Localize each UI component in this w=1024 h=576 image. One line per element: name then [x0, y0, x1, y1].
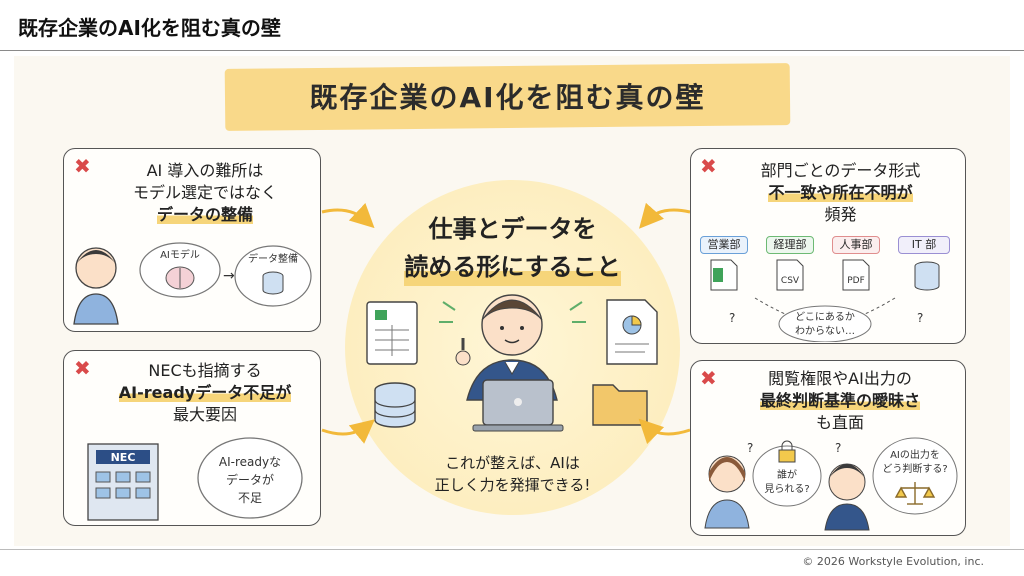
title-divider: [0, 50, 1024, 51]
card-top-right-line3: 頻発: [824, 205, 857, 224]
card-bottom-left-line1: NECも指摘する: [148, 361, 262, 380]
question-mark: ?: [835, 441, 841, 455]
database-small-icon: [914, 261, 940, 291]
sparkle-lines: [439, 301, 586, 323]
tag-it: IT 部: [898, 236, 950, 254]
banner-title: 既存企業のAI化を阻む真の壁: [309, 81, 706, 114]
lock-icon: [778, 440, 796, 463]
tag-hr: 人事部: [832, 236, 880, 254]
arrow-top-left: [321, 202, 375, 229]
question-mark: ?: [747, 441, 753, 455]
arrow-top-right: [639, 202, 691, 229]
building-icon: NEC: [87, 443, 159, 521]
woman-thinking-icon: [704, 455, 750, 529]
question-mark-right: ?: [917, 311, 923, 325]
who-can-see-line2: 見られる?: [764, 483, 809, 495]
ai-ready-bubble-line1: AI-readyな: [219, 455, 281, 469]
center-illustration: [366, 294, 658, 432]
document-icon: [606, 299, 658, 365]
card-top-right-text: 部門ごとのデータ形式 不一致や所在不明が 頻発: [728, 160, 953, 226]
scale-icon: [894, 482, 936, 505]
card-bottom-right-text: 閲覧権限やAI出力の 最終判断基準の曖昧さ も直面: [725, 368, 955, 434]
pdf-file-icon: PDF: [842, 259, 870, 291]
excel-file-icon: [710, 259, 738, 291]
x-icon: ✖: [700, 366, 717, 390]
card-top-left-line1: AI 導入の難所は: [146, 161, 264, 180]
man-thinking-icon: [824, 463, 870, 531]
unknown-location-bubble: [778, 305, 872, 342]
how-to-judge-bubble: [872, 437, 958, 515]
card-top-right-line1: 部門ごとのデータ形式: [760, 161, 921, 180]
thinking-person-icon: [73, 247, 119, 325]
who-can-see-bubble: [752, 445, 822, 507]
arrow-right-icon: →: [223, 268, 235, 284]
center-foot-line2: 正しく力を発揮できる!: [434, 476, 591, 494]
data-prep-label: データ整備: [248, 252, 298, 265]
center-foot-line1: これが整えば、AIは: [445, 454, 580, 472]
folder-icon: [592, 384, 648, 426]
card-top-left-text: AI 導入の難所は モデル選定ではなく データの整備: [100, 160, 310, 226]
brain-icon: [165, 266, 195, 290]
ai-ready-bubble-line2: データが: [226, 472, 274, 487]
spreadsheet-icon: [366, 301, 418, 365]
copyright: © 2026 Workstyle Evolution, inc.: [802, 555, 984, 568]
unknown-bubble-line2: わからない…: [795, 325, 855, 337]
building-label: NEC: [111, 451, 136, 464]
page-title: 既存企業のAI化を阻む真の壁: [18, 16, 281, 40]
card-top-left-illustration: AIモデル → データ整備: [73, 242, 312, 325]
center-footer-text: これが整えば、AIは 正しく力を発揮できる!: [345, 452, 680, 496]
unknown-bubble-line1: どこにあるか: [795, 311, 855, 323]
card-top-right-line2: 不一致や所在不明が: [768, 183, 913, 202]
card-bottom-left-line3: 最大要因: [172, 405, 237, 424]
arrow-bottom-left: [321, 419, 375, 444]
card-bottom-right-illustration: ? 誰が 見られる? ? AIの出力を どう判断する?: [704, 437, 958, 531]
question-mark-left: ?: [729, 311, 735, 325]
how-to-judge-line2: どう判断する?: [882, 462, 947, 475]
card-bottom-right-line3: も直面: [815, 413, 864, 432]
footer-divider: [0, 549, 1024, 550]
database-icon: [374, 382, 416, 428]
arrow-bottom-right: [638, 418, 691, 445]
card-bottom-left-illustration: NEC AI-readyな データが 不足: [87, 437, 303, 521]
x-icon: ✖: [74, 356, 91, 380]
how-to-judge-line1: AIの出力を: [890, 448, 940, 461]
center-title-line1: 仕事とデータを: [428, 215, 597, 243]
laptop-icon: [472, 379, 564, 432]
database-small-icon: [262, 271, 284, 295]
card-bottom-left-text: NECも指摘する AI-readyデータ不足が 最大要因: [95, 360, 315, 426]
pdf-label: PDF: [847, 276, 865, 286]
card-bottom-left-line2: AI-readyデータ不足が: [118, 383, 292, 402]
card-top-right-illustration: CSV PDF ? ? どこにあるか わからない…: [710, 259, 940, 342]
card-bottom-right-line1: 閲覧権限やAI出力の: [768, 369, 912, 388]
tag-sales: 営業部: [700, 236, 748, 254]
csv-file-icon: CSV: [776, 259, 804, 291]
card-top-left-line2: モデル選定ではなく: [132, 183, 277, 202]
x-icon: ✖: [700, 154, 717, 178]
center-title: 仕事とデータを 読める形にすること: [345, 210, 680, 286]
x-icon: ✖: [74, 154, 91, 178]
csv-label: CSV: [781, 276, 800, 286]
tag-accounting: 経理部: [766, 236, 814, 254]
center-title-line2: 読める形にすること: [404, 248, 621, 286]
ai-ready-bubble-line3: 不足: [238, 491, 262, 505]
card-top-left-line3: データの整備: [156, 205, 253, 224]
who-can-see-line1: 誰が: [777, 468, 797, 481]
ai-model-label: AIモデル: [160, 248, 200, 261]
card-bottom-right-line2: 最終判断基準の曖昧さ: [759, 391, 920, 410]
ai-ready-bubble: [197, 437, 303, 519]
